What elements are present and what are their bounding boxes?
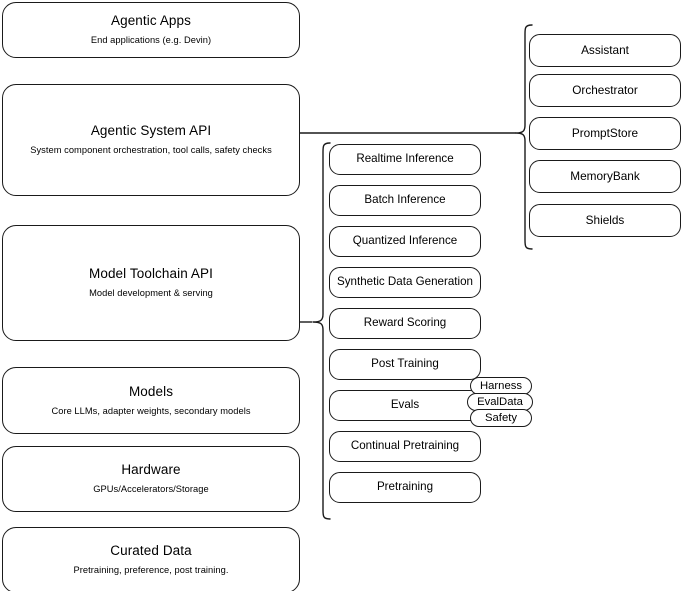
component-label: Synthetic Data Generation [337, 275, 473, 289]
layer-title: Models [128, 383, 174, 399]
layer-subtitle: Core LLMs, adapter weights, secondary mo… [51, 405, 251, 416]
component-label: Realtime Inference [356, 152, 454, 166]
component-label: Shields [585, 213, 625, 228]
component-continual-pretraining[interactable]: Continual Pretraining [329, 431, 481, 462]
layer-curated-data[interactable]: Curated Data Pretraining, preference, po… [2, 527, 300, 591]
layer-title: Agentic Apps [110, 13, 191, 29]
component-memorybank[interactable]: MemoryBank [529, 160, 681, 193]
component-label: Assistant [581, 43, 629, 58]
layer-agentic-apps[interactable]: Agentic Apps End applications (e.g. Devi… [2, 2, 300, 58]
component-label: Post Training [371, 357, 439, 371]
layer-title: Curated Data [110, 543, 192, 559]
layer-title: Model Toolchain API [89, 266, 213, 282]
component-evals[interactable]: Evals [329, 390, 481, 421]
layer-subtitle: System component orchestration, tool cal… [30, 145, 272, 156]
layer-subtitle: GPUs/Accelerators/Storage [93, 484, 209, 495]
component-label: Pretraining [376, 480, 434, 494]
layer-title: Hardware [121, 462, 181, 478]
component-orchestrator[interactable]: Orchestrator [529, 74, 681, 107]
component-label: Reward Scoring [363, 316, 447, 330]
layer-subtitle: Pretraining, preference, post training. [73, 565, 229, 576]
layer-models[interactable]: Models Core LLMs, adapter weights, secon… [2, 367, 300, 434]
pill-label: Safety [484, 412, 518, 424]
pill-label: EvalData [477, 396, 523, 408]
component-label: PromptStore [571, 126, 639, 141]
component-reward-scoring[interactable]: Reward Scoring [329, 308, 481, 339]
component-label: Orchestrator [572, 83, 638, 98]
component-label: Evals [390, 398, 420, 412]
component-label: MemoryBank [570, 169, 640, 184]
component-shields[interactable]: Shields [529, 204, 681, 237]
component-label: Quantized Inference [352, 234, 458, 248]
pill-label: Harness [479, 380, 523, 392]
layer-subtitle: Model development & serving [89, 288, 213, 299]
layer-model-toolchain-api[interactable]: Model Toolchain API Model development & … [2, 225, 300, 341]
pill-safety[interactable]: Safety [470, 409, 532, 427]
layer-agentic-system-api[interactable]: Agentic System API System component orch… [2, 84, 300, 196]
component-batch-inference[interactable]: Batch Inference [329, 185, 481, 216]
component-post-training[interactable]: Post Training [329, 349, 481, 380]
component-label: Continual Pretraining [350, 439, 460, 453]
layer-hardware[interactable]: Hardware GPUs/Accelerators/Storage [2, 446, 300, 512]
component-quantized-inference[interactable]: Quantized Inference [329, 226, 481, 257]
layer-subtitle: End applications (e.g. Devin) [90, 35, 212, 46]
component-realtime-inference[interactable]: Realtime Inference [329, 144, 481, 175]
component-assistant[interactable]: Assistant [529, 34, 681, 67]
component-synthetic-data-generation[interactable]: Synthetic Data Generation [329, 267, 481, 298]
component-promptstore[interactable]: PromptStore [529, 117, 681, 150]
component-pretraining[interactable]: Pretraining [329, 472, 481, 503]
layer-title: Agentic System API [90, 123, 212, 139]
component-label: Batch Inference [364, 193, 446, 207]
